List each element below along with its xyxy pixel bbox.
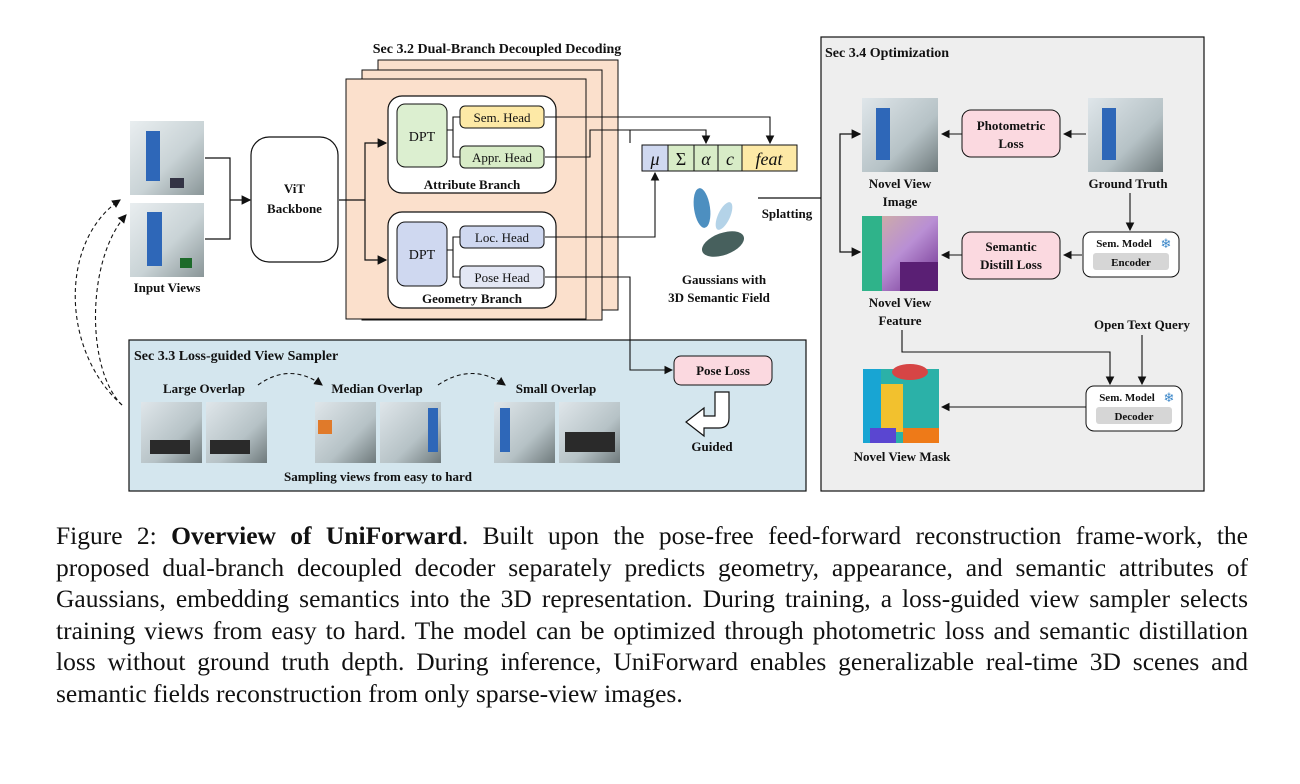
semantic-label-2: Distill Loss [980, 257, 1042, 272]
open-text-query-label: Open Text Query [1094, 317, 1191, 332]
snowflake-icon: ❄ [1164, 391, 1175, 406]
snowflake-icon: ❄ [1161, 237, 1172, 252]
loc-head-label: Loc. Head [475, 230, 530, 245]
param-alpha: α [701, 149, 711, 169]
figure-caption: Figure 2: Overview of UniForward. Built … [56, 520, 1248, 709]
appr-head [459, 145, 545, 169]
geometry-dpt [396, 221, 448, 287]
sec33-title: Sec 3.3 Loss-guided View Sampler [134, 349, 338, 364]
attribute-dpt [396, 103, 448, 168]
guided-label: Guided [691, 439, 733, 454]
guided-arrow-icon [685, 391, 730, 438]
geometry-dpt-label: DPT [409, 248, 436, 263]
sec32-title: Sec 3.2 Dual-Branch Decoupled Decoding [373, 42, 622, 57]
photometric-label-1: Photometric [977, 118, 1046, 133]
median-overlap-views [315, 402, 441, 463]
caption-body: . Built upon the pose-free feed-forward … [56, 521, 1248, 708]
appr-head-label: Appr. Head [472, 150, 532, 165]
gaussians-label-2: 3D Semantic Field [668, 290, 771, 305]
vit-backbone-box [250, 136, 339, 263]
semantic-label-1: Semantic [985, 239, 1037, 254]
sem-model-decoder-label: Sem. Model [1099, 392, 1155, 404]
novel-view-mask [863, 364, 939, 443]
encoder-label: Encoder [1111, 257, 1151, 269]
ground-truth-image [1088, 98, 1163, 172]
novel-view-feature [862, 216, 938, 291]
novel-view-mask-label: Novel View Mask [854, 449, 952, 464]
input-view-1 [130, 121, 204, 195]
caption-label: Figure 2: [56, 521, 172, 550]
photometric-label-2: Loss [998, 136, 1023, 151]
splatting-label: Splatting [762, 206, 813, 221]
vit-label: ViT [284, 181, 306, 196]
novel-view-feature-label-1: Novel View [869, 295, 932, 310]
ground-truth-label: Ground Truth [1088, 176, 1168, 191]
input-view-2 [130, 203, 204, 277]
backbone-label: Backbone [267, 201, 322, 216]
pose-loss-label: Pose Loss [696, 363, 750, 378]
param-color: c [726, 149, 734, 169]
small-overlap-views [494, 402, 620, 463]
caption-title: Overview of UniForward [171, 521, 462, 550]
gaussians-label-1: Gaussians with [682, 272, 767, 287]
novel-view-feature-label-2: Feature [878, 313, 921, 328]
param-mu: μ [649, 149, 659, 169]
sem-head [459, 105, 545, 129]
decoder-pill [1096, 407, 1172, 424]
input-views-label: Input Views [134, 280, 201, 295]
median-overlap-label: Median Overlap [331, 381, 422, 396]
novel-view-image [862, 98, 938, 172]
sem-head-label: Sem. Head [473, 110, 531, 125]
pose-loss-box [673, 355, 773, 386]
pose-head-label: Pose Head [474, 270, 530, 285]
gaussian-parameter-vector: μ Σ α c feat [641, 144, 798, 172]
param-sigma: Σ [676, 149, 686, 169]
sem-model-encoder-label: Sem. Model [1096, 238, 1152, 250]
novel-view-image-label-1: Novel View [869, 176, 932, 191]
geometry-branch-label: Geometry Branch [422, 291, 523, 306]
pose-head [459, 265, 545, 289]
novel-view-image-label-2: Image [883, 194, 918, 209]
sampling-caption: Sampling views from easy to hard [284, 469, 473, 484]
large-overlap-views [141, 402, 267, 463]
large-overlap-label: Large Overlap [163, 381, 245, 396]
attribute-branch-label: Attribute Branch [424, 177, 521, 192]
sec34-title: Sec 3.4 Optimization [825, 46, 949, 61]
small-overlap-label: Small Overlap [516, 381, 597, 396]
gaussian-blobs [693, 188, 745, 257]
overview-diagram: Input Views ViT Backbone Sec 3.2 Dual-Br… [74, 36, 1205, 492]
decoder-label: Decoder [1114, 411, 1153, 423]
param-feat: feat [756, 149, 784, 169]
encoder-pill [1093, 253, 1169, 270]
attribute-dpt-label: DPT [409, 130, 436, 145]
loc-head [459, 225, 545, 249]
